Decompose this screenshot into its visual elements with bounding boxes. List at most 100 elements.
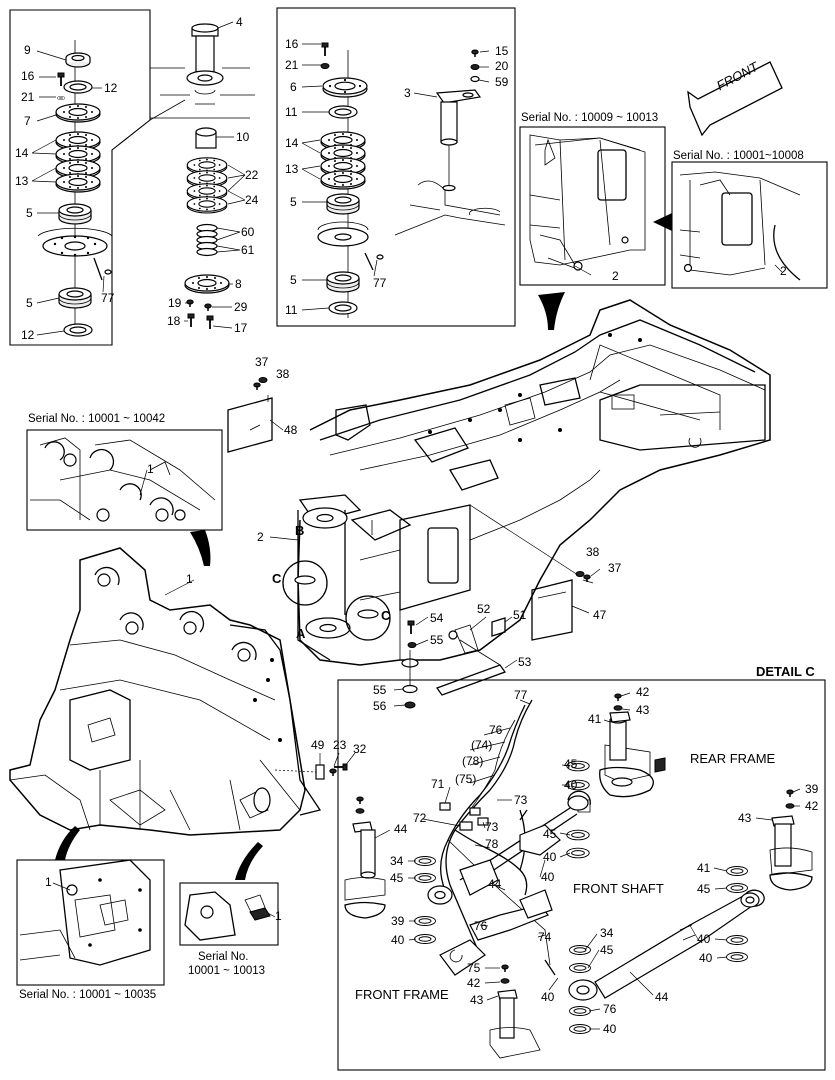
caption-front-frame: FRONT FRAME [355,987,449,1002]
callout-number: 45 [697,882,711,896]
inset-serial-10001-10013 [179,882,279,946]
callout-number: 23 [333,738,347,752]
callout-number: 40 [564,778,578,792]
callout-number: 53 [518,655,532,669]
callout-number: 45 [543,827,557,841]
callout-number: 52 [477,602,491,616]
callout-number: 74 [538,930,552,944]
caption-serial-10009-10013: Serial No. : 10009 ~ 10013 [521,112,659,124]
callout-number: 55 [430,633,444,647]
callout-number: 13 [15,174,29,188]
callout-number: 44 [394,822,408,836]
callout-number: 56 [373,699,387,713]
callout-number: 1 [147,462,154,476]
callout-number: 19 [168,296,182,310]
caption-serial-no: Serial No. [198,951,249,963]
callout-number: 43 [470,993,484,1007]
callout-number: (75) [455,772,477,786]
callout-number: 16 [285,37,299,51]
callout-number: 42 [805,799,819,813]
callout-number: 76 [489,723,503,737]
detail-c-circle-1 [282,560,328,606]
panel-top-left-border [9,9,151,346]
callout-number: 21 [285,58,299,72]
callout-number: 2 [612,269,619,283]
caption-front-shaft: FRONT SHAFT [573,881,664,896]
callout-number: 24 [245,193,259,207]
callout-wedge-5 [235,842,263,880]
callout-number: 39 [391,914,405,928]
callout-number: 12 [104,81,118,95]
callout-number: 20 [495,59,509,73]
callout-number: 37 [255,355,269,369]
callout-number: 9 [24,43,31,57]
callout-number: 51 [513,608,527,622]
callout-number: 22 [245,168,259,182]
view-label-b: B [295,523,305,538]
callout-number: 54 [430,611,444,625]
callout-number: 43 [738,811,752,825]
detail-c-circle-2 [345,595,391,641]
view-label-a: A [296,626,306,641]
callout-wedge-2 [538,292,565,330]
callout-number: 5 [290,195,297,209]
panel-top-middle [276,7,516,327]
callout-number: 76 [474,919,488,933]
callout-number: 73 [485,820,499,834]
callout-wedge-3 [190,530,211,566]
callout-number: 2 [780,264,787,278]
callout-number: 2 [257,530,264,544]
callout-number: 8 [235,277,242,291]
callout-number: 4 [236,15,243,29]
callout-number: 32 [353,742,367,756]
callout-number: 61 [241,243,255,257]
callout-number: 44 [655,990,669,1004]
view-label-c-left: C [272,571,282,586]
callout-number: 1 [186,572,193,586]
callout-number: 10 [236,130,250,144]
callout-number: 29 [234,300,248,314]
callout-number: 44 [488,877,502,891]
callout-number: 1 [45,875,52,889]
callout-number: 38 [586,545,600,559]
callout-number: 45 [564,757,578,771]
callout-number: 37 [608,561,622,575]
callout-number: 77 [514,688,528,702]
callout-number: (74) [471,738,493,752]
callout-number: 5 [26,296,33,310]
panel-top-left [9,9,151,346]
inset-serial-10001-10042 [26,429,223,531]
callout-number: 3 [404,86,411,100]
callout-number: 71 [431,777,445,791]
callout-number: 42 [467,976,481,990]
callout-number: 21 [21,90,35,104]
view-label-c-right: C [381,608,391,623]
caption-serial-range-10001-10013: 10001 ~ 10013 [188,965,266,977]
callout-number: 77 [373,276,387,290]
callout-number: 48 [284,423,298,437]
callout-number: 14 [15,146,29,160]
callout-number: 5 [26,206,33,220]
caption-rear-frame: REAR FRAME [690,751,776,766]
front-arrow [687,61,783,137]
callout-number: 55 [373,683,387,697]
callout-number: 40 [603,1022,617,1036]
callout-number: 39 [805,782,819,796]
inset-serial-10009-10013 [519,126,666,286]
front-frame [9,547,348,836]
callout-number: 76 [603,1002,617,1016]
callout-number: 1 [275,909,282,923]
caption-serial-10001-10042: Serial No. : 10001 ~ 10042 [28,413,166,425]
callout-number: 40 [541,990,555,1004]
callout-number: 78 [485,837,499,851]
callout-number: 34 [600,926,614,940]
callout-number: 45 [390,871,404,885]
callout-number: 59 [495,75,509,89]
callout-number: 42 [636,685,650,699]
callout-number: 41 [588,712,602,726]
detail-c-title: DETAIL C [756,664,815,679]
callout-number: 40 [699,951,713,965]
callout-number: 12 [21,328,35,342]
callout-number: 18 [167,314,181,328]
